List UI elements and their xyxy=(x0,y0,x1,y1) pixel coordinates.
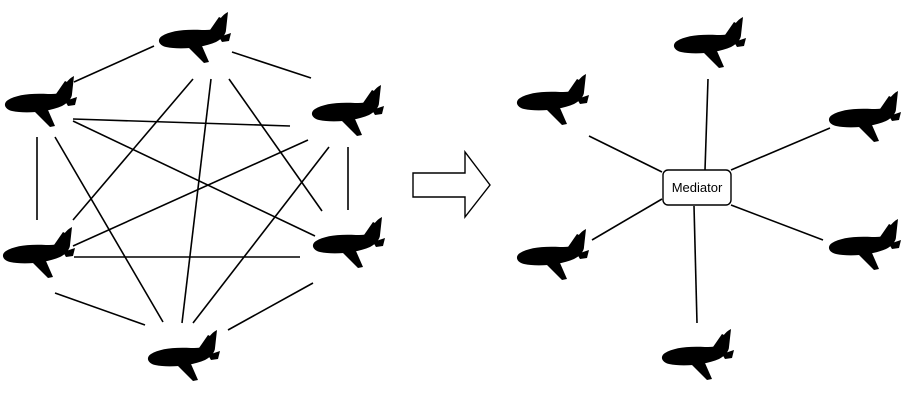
airplane-icon xyxy=(158,12,231,63)
mesh-connections xyxy=(36,45,349,331)
connection-line xyxy=(730,204,824,241)
airplane-icon xyxy=(516,74,589,125)
right-arrow-icon xyxy=(412,149,491,220)
mesh-planes xyxy=(2,12,385,381)
connection-line xyxy=(73,45,155,83)
airplane-icon xyxy=(828,219,901,270)
connection-line xyxy=(730,127,831,171)
connection-line xyxy=(231,51,312,79)
connection-line xyxy=(227,282,314,331)
airplane-icon xyxy=(2,227,75,278)
airplane-icon xyxy=(311,85,384,136)
connection-line xyxy=(591,198,663,241)
connection-line xyxy=(54,292,146,326)
connection-line xyxy=(704,78,709,171)
airplane-icon xyxy=(147,330,220,381)
mediator-node: Mediator xyxy=(662,169,732,206)
airplane-icon xyxy=(4,76,77,127)
connection-line xyxy=(181,78,212,324)
connection-line xyxy=(228,78,323,212)
connection-line xyxy=(72,139,309,247)
connection-line xyxy=(192,146,330,324)
mediator-label: Mediator xyxy=(672,180,723,195)
mediator-connections xyxy=(588,78,831,324)
connection-line xyxy=(588,135,663,173)
connection-line xyxy=(72,118,291,127)
mediator-box xyxy=(662,169,732,206)
connection-line xyxy=(693,205,698,324)
airplane-icon xyxy=(828,91,901,142)
airplane-icon xyxy=(673,17,746,68)
airplane-icon xyxy=(312,217,385,268)
airplane-icon xyxy=(516,229,589,280)
airplane-icon xyxy=(661,329,734,380)
